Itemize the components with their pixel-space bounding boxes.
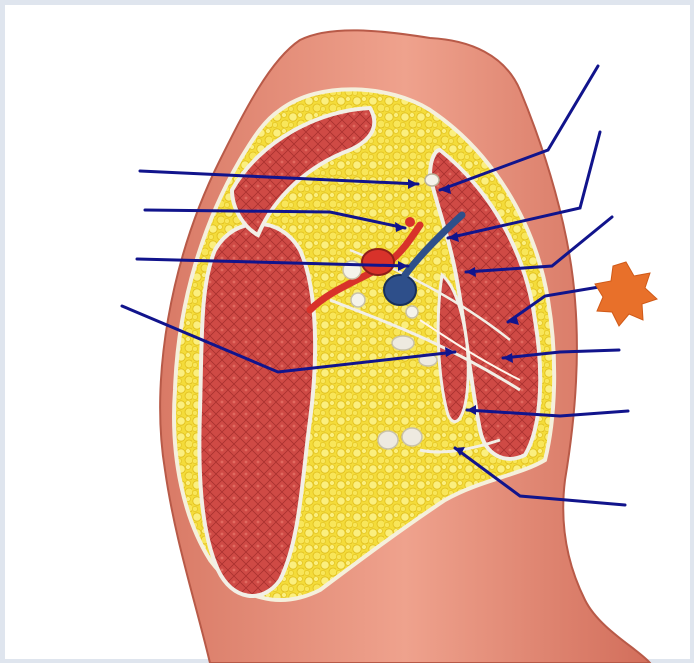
nerve-cross-section (402, 428, 422, 446)
nerve-cross-section (378, 431, 398, 449)
artery-cross-section (362, 249, 394, 275)
small-vessel (425, 174, 439, 186)
star-marker-icon (595, 262, 657, 326)
nerve-cross-section (351, 293, 365, 307)
nerve-cross-section (406, 306, 418, 318)
small-vessel (405, 217, 415, 227)
vein-cross-section (384, 275, 416, 305)
nerve-cross-section (392, 336, 414, 350)
